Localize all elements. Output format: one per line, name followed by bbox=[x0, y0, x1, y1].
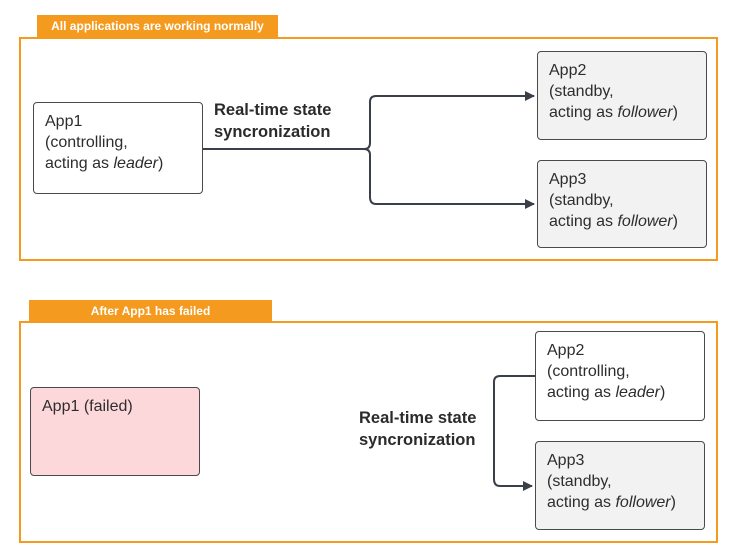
app1-failed-title: App1 (failed) bbox=[42, 398, 133, 415]
app3-standby-node: App3 (standby, acting as follower) bbox=[535, 441, 705, 530]
sync-label-top: Real-time state syncronization bbox=[214, 101, 332, 141]
app2-new-title: App2 bbox=[547, 342, 585, 359]
panel-tab-normal: All applications are working normally bbox=[37, 15, 278, 37]
app2-acting-as: acting as follower) bbox=[549, 104, 678, 121]
app1-role: (controlling, bbox=[45, 134, 128, 151]
app2-title: App2 bbox=[549, 62, 587, 79]
app3-new-acting-as: acting as follower) bbox=[547, 494, 676, 511]
panel-after-failure bbox=[19, 321, 718, 543]
sync-branch-app3-top bbox=[363, 148, 535, 209]
app3-new-role: (standby, bbox=[547, 473, 612, 490]
app1-failed-node: App1 (failed) bbox=[30, 387, 200, 476]
panel-tab-failover: After App1 has failed bbox=[29, 300, 272, 322]
sync-link-bottom bbox=[493, 375, 535, 491]
app1-leader-node: App1 (controlling, acting as leader) bbox=[33, 102, 203, 194]
sync-label-bottom: Real-time state syncronization bbox=[359, 409, 477, 449]
app2-follower-node: App2 (standby, acting as follower) bbox=[537, 51, 707, 140]
app1-title: App1 bbox=[45, 113, 83, 130]
app1-acting-as: acting as leader) bbox=[45, 155, 164, 172]
sync-trunk-top bbox=[203, 91, 535, 150]
app3-new-title: App3 bbox=[547, 452, 585, 469]
app2-new-acting-as: acting as leader) bbox=[547, 384, 666, 401]
app3-acting-as: acting as follower) bbox=[549, 213, 678, 230]
panel-normal-operation bbox=[19, 37, 718, 261]
app2-role: (standby, bbox=[549, 83, 614, 100]
app3-role: (standby, bbox=[549, 192, 614, 209]
app2-new-role: (controlling, bbox=[547, 363, 630, 380]
app3-title: App3 bbox=[549, 171, 587, 188]
app3-follower-node: App3 (standby, acting as follower) bbox=[537, 160, 707, 248]
app2-leader-node: App2 (controlling, acting as leader) bbox=[535, 331, 705, 421]
